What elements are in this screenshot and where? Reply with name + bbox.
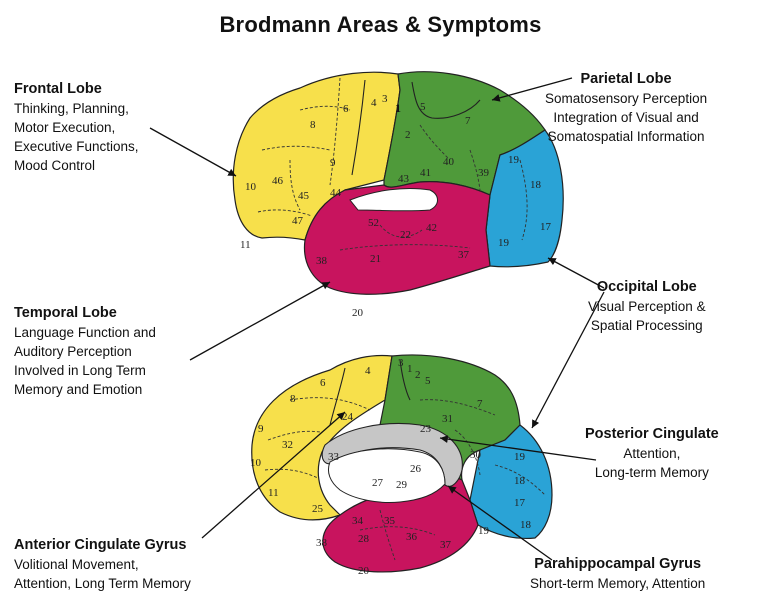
area-label: 38 bbox=[316, 537, 328, 549]
area-label: 9 bbox=[330, 157, 336, 169]
posterior-cingulate-heading: Posterior Cingulate bbox=[585, 425, 719, 444]
area-label: 19 bbox=[514, 451, 526, 463]
area-label: 29 bbox=[396, 479, 408, 491]
occipital-line: Visual Perception & bbox=[588, 297, 706, 316]
anterior-cingulate-heading: Anterior Cingulate Gyrus bbox=[14, 536, 191, 555]
area-label: 28 bbox=[358, 533, 370, 545]
area-label: 19 bbox=[478, 525, 490, 537]
frontal-line: Motor Execution, bbox=[14, 118, 139, 137]
area-label: 11 bbox=[268, 487, 279, 499]
parietal-line: Somatospatial Information bbox=[545, 127, 707, 146]
area-label: 11 bbox=[240, 239, 251, 251]
area-label: 39 bbox=[478, 167, 490, 179]
area-label: 25 bbox=[312, 503, 324, 515]
area-label: 8 bbox=[290, 393, 296, 405]
anterior-cingulate-line: Attention, Long Term Memory bbox=[14, 574, 191, 593]
frontal-heading: Frontal Lobe bbox=[14, 80, 139, 99]
area-label: 42 bbox=[426, 222, 437, 234]
medial-brain bbox=[252, 355, 552, 572]
area-label: 52 bbox=[368, 217, 379, 229]
area-label: 33 bbox=[328, 451, 340, 463]
area-label: 37 bbox=[440, 539, 452, 551]
posterior-cingulate-label: Posterior Cingulate Attention, Long-term… bbox=[585, 425, 719, 482]
area-label: 18 bbox=[530, 179, 542, 191]
anterior-cingulate-label: Anterior Cingulate Gyrus Volitional Move… bbox=[14, 536, 191, 593]
frontal-line: Mood Control bbox=[14, 156, 139, 175]
area-label: 7 bbox=[465, 115, 471, 127]
temporal-line: Involved in Long Term bbox=[14, 361, 156, 380]
parietal-heading: Parietal Lobe bbox=[545, 70, 707, 89]
area-label: 45 bbox=[298, 190, 310, 202]
area-label: 19 bbox=[498, 237, 510, 249]
area-label: 10 bbox=[250, 457, 262, 469]
area-label: 18 bbox=[514, 475, 526, 487]
area-label: 7 bbox=[477, 398, 483, 410]
parahippocampal-line: Short-term Memory, Attention bbox=[530, 574, 705, 593]
temporal-line: Language Function and bbox=[14, 323, 156, 342]
area-label: 17 bbox=[514, 497, 526, 509]
occipital-lobe-label: Occipital Lobe Visual Perception & Spati… bbox=[588, 278, 706, 335]
anterior-cingulate-line: Volitional Movement, bbox=[14, 555, 191, 574]
parietal-lobe-label: Parietal Lobe Somatosensory Perception I… bbox=[545, 70, 707, 146]
area-label: 47 bbox=[292, 215, 304, 227]
area-label: 37 bbox=[458, 249, 470, 261]
area-label: 44 bbox=[330, 187, 342, 199]
area-label: 2 bbox=[405, 129, 411, 141]
temporal-arrow bbox=[190, 282, 330, 360]
area-label: 6 bbox=[320, 377, 326, 389]
area-label: 22 bbox=[400, 229, 411, 241]
frontal-line: Thinking, Planning, bbox=[14, 99, 139, 118]
area-label: 20 bbox=[358, 565, 370, 577]
area-label: 46 bbox=[272, 175, 284, 187]
posterior-cingulate-line: Attention, bbox=[585, 444, 719, 463]
area-label: 3 bbox=[398, 357, 404, 369]
frontal-arrow bbox=[150, 128, 236, 176]
temporal-lobe-label: Temporal Lobe Language Function and Audi… bbox=[14, 304, 156, 399]
parahippocampal-label: Parahippocampal Gyrus Short-term Memory,… bbox=[530, 555, 705, 593]
posterior-cingulate-line: Long-term Memory bbox=[585, 463, 719, 482]
area-label: 5 bbox=[425, 375, 431, 387]
area-label: 40 bbox=[443, 156, 455, 168]
area-label: 6 bbox=[343, 103, 349, 115]
occipital-line: Spatial Processing bbox=[588, 316, 706, 335]
area-label: 27 bbox=[372, 477, 384, 489]
area-label: 20 bbox=[352, 307, 364, 319]
frontal-line: Executive Functions, bbox=[14, 137, 139, 156]
area-label: 17 bbox=[540, 221, 552, 233]
parahippocampal-heading: Parahippocampal Gyrus bbox=[530, 555, 705, 574]
temporal-line: Memory and Emotion bbox=[14, 380, 156, 399]
area-label: 34 bbox=[352, 515, 364, 527]
area-label: 19 bbox=[508, 154, 520, 166]
area-label: 4 bbox=[365, 365, 371, 377]
area-label: 1 bbox=[407, 363, 413, 375]
area-label: 3 bbox=[382, 93, 388, 105]
area-label: 43 bbox=[398, 173, 410, 185]
area-label: 4 bbox=[371, 97, 377, 109]
area-label: 38 bbox=[316, 255, 328, 267]
area-label: 41 bbox=[420, 167, 431, 179]
area-label: 18 bbox=[520, 519, 532, 531]
area-label: 31 bbox=[442, 413, 453, 425]
area-label: 30 bbox=[470, 449, 482, 461]
parietal-line: Integration of Visual and bbox=[545, 108, 707, 127]
temporal-line: Auditory Perception bbox=[14, 342, 156, 361]
area-label: 8 bbox=[310, 119, 316, 131]
frontal-lobe-label: Frontal Lobe Thinking, Planning, Motor E… bbox=[14, 80, 139, 175]
temporal-heading: Temporal Lobe bbox=[14, 304, 156, 323]
area-label: 32 bbox=[282, 439, 293, 451]
area-label: 21 bbox=[370, 253, 381, 265]
area-label: 36 bbox=[406, 531, 418, 543]
area-label: 26 bbox=[410, 463, 422, 475]
area-label: 5 bbox=[420, 101, 426, 113]
area-label: 23 bbox=[420, 423, 432, 435]
occipital-heading: Occipital Lobe bbox=[588, 278, 706, 297]
area-label: 35 bbox=[384, 515, 396, 527]
area-label: 2 bbox=[415, 369, 421, 381]
parietal-line: Somatosensory Perception bbox=[545, 89, 707, 108]
area-label: 1 bbox=[395, 101, 401, 115]
area-label: 9 bbox=[258, 423, 264, 435]
area-label: 10 bbox=[245, 181, 257, 193]
